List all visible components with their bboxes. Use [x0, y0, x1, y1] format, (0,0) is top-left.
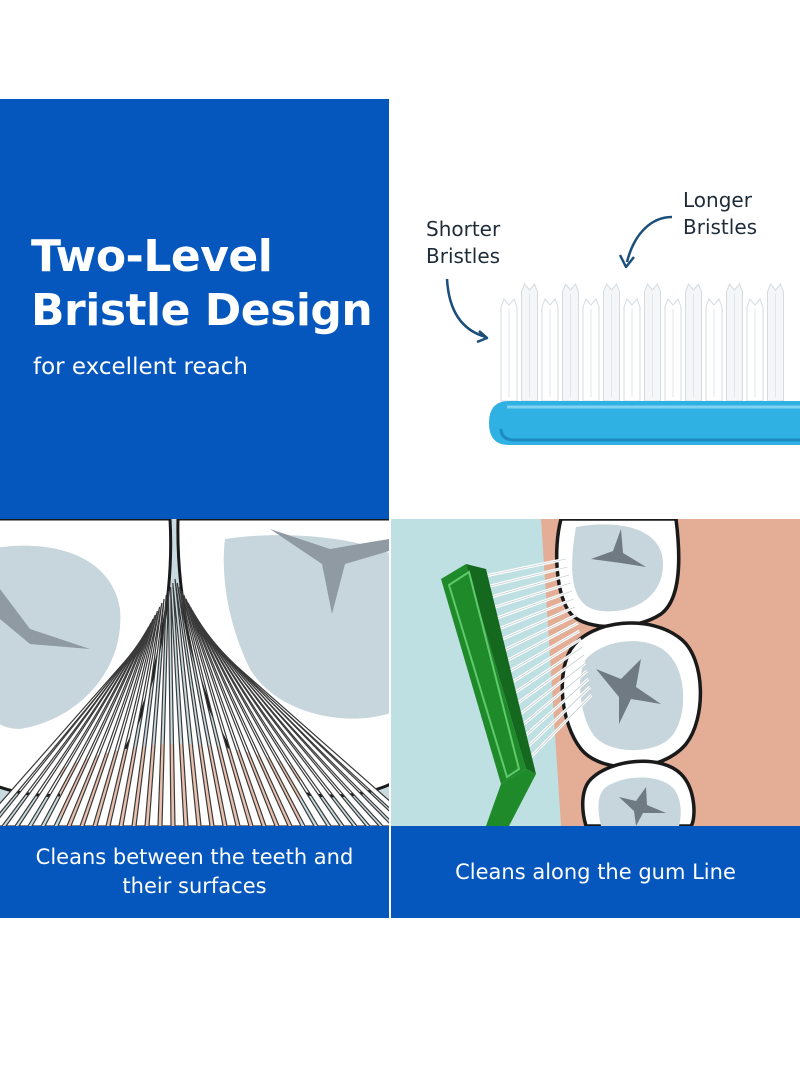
callout-shorter-bristles: Shorter Bristles: [426, 217, 501, 268]
bristle-tufts: [500, 283, 784, 402]
caption-between-bar: Cleans between the teeth and their surfa…: [0, 826, 389, 918]
between-teeth-illustration: [0, 519, 389, 826]
gum-line-illustration: [391, 519, 800, 826]
hero-title-line1: Two-Level: [31, 231, 273, 282]
hero-subtitle: for excellent reach: [33, 354, 248, 380]
arrow-shorter-icon: [445, 278, 487, 339]
caption-gum: Cleans along the gum Line: [455, 859, 736, 884]
callout-longer-bristles: Longer Bristles: [683, 188, 758, 239]
toothbrush-head-illustration: [445, 215, 800, 445]
gum-line-drawing: [391, 519, 800, 826]
caption-between: Cleans between the teeth and their surfa…: [35, 845, 354, 898]
brush-head-panel: Shorter Bristles Longer Bristles: [389, 99, 800, 519]
brush-head: [489, 401, 800, 445]
green-toothbrush-handle: [441, 564, 526, 784]
caption-gum-bar: Cleans along the gum Line: [391, 826, 800, 918]
between-teeth-drawing: [0, 519, 389, 826]
hero-title-line2: Bristle Design: [31, 285, 373, 336]
between-bristles: [0, 578, 389, 826]
arrow-longer-icon: [625, 215, 673, 263]
